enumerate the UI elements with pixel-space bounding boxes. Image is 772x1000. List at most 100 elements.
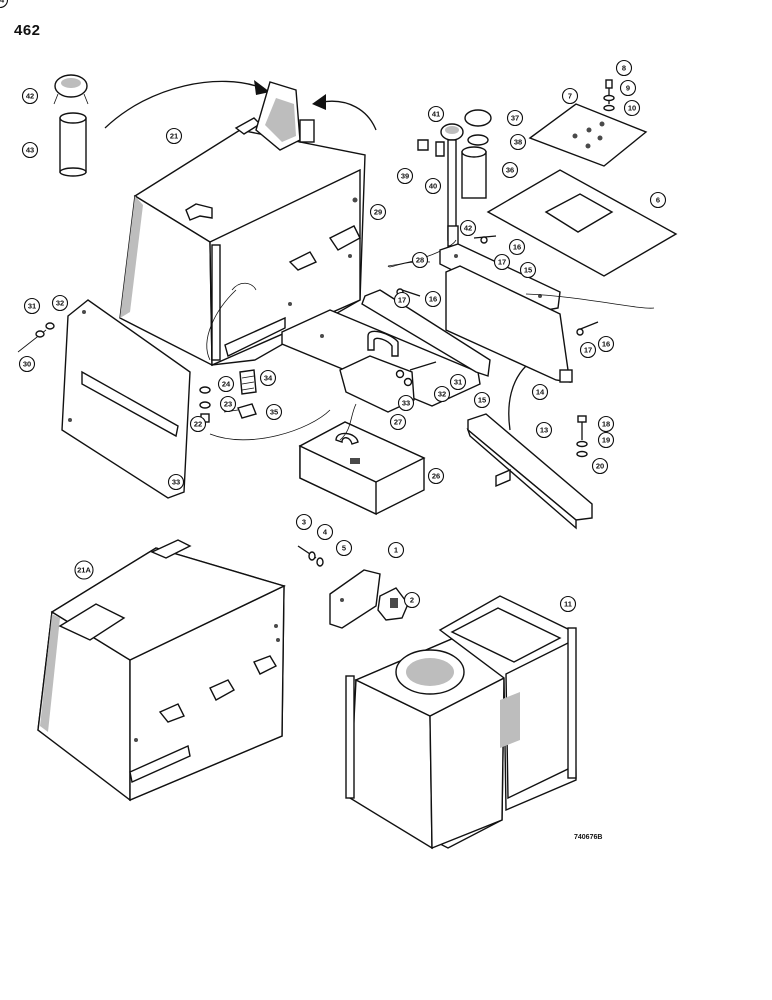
callout-1: 1 (387, 541, 405, 559)
tank-21A (37, 539, 286, 802)
callout-21A: 21A (74, 560, 94, 580)
svg-text:17: 17 (498, 258, 506, 267)
callout-16: 16 (508, 238, 526, 256)
callout-36: 36 (501, 161, 519, 179)
callout-24: 24 (217, 375, 235, 393)
callout-23: 23 (219, 395, 237, 413)
svg-text:3: 3 (302, 518, 306, 527)
callout-13: 13 (535, 421, 553, 439)
svg-text:35: 35 (270, 408, 278, 417)
svg-text:28: 28 (416, 256, 424, 265)
svg-text:22: 22 (194, 420, 202, 429)
hardware-32-33-left (17, 322, 55, 353)
callout-33: 33 (397, 394, 415, 412)
callout-42: 42 (21, 87, 39, 105)
callout-42: 42 (459, 219, 477, 237)
gasket-2 (377, 587, 409, 621)
callout-32: 32 (51, 294, 69, 312)
callout-39: 39 (396, 167, 414, 185)
callout-17: 17 (493, 253, 511, 271)
svg-text:5: 5 (342, 544, 346, 553)
callout-20: 20 (591, 457, 609, 475)
svg-text:19: 19 (602, 436, 610, 445)
inspection-plate-1 (329, 569, 381, 629)
svg-text:32: 32 (438, 390, 446, 399)
cap-43 (53, 74, 89, 105)
callout-17: 17 (579, 341, 597, 359)
callout-34: 34 (259, 369, 277, 387)
drain-valve-35-36 (206, 289, 331, 441)
callout-15: 15 (519, 261, 537, 279)
callout-21: 21 (165, 127, 183, 145)
svg-text:4: 4 (323, 528, 328, 537)
svg-text:34: 34 (264, 374, 273, 383)
svg-text:14: 14 (536, 388, 545, 397)
plate-13 (466, 413, 593, 530)
svg-text:17: 17 (584, 346, 592, 355)
callout-4: 4 (316, 523, 334, 541)
callout-18: 18 (597, 415, 615, 433)
svg-text:32: 32 (56, 299, 64, 308)
hardware-31-33 (395, 361, 437, 387)
callout-14: 14 (531, 383, 549, 401)
assembly-arrow-right (312, 94, 377, 131)
callout-37: 37 (506, 109, 524, 127)
svg-text:27: 27 (394, 418, 402, 427)
svg-text:42: 42 (464, 224, 472, 233)
svg-text:33: 33 (172, 478, 180, 487)
mounting-rails-27 (281, 289, 491, 413)
svg-text:20: 20 (596, 462, 604, 471)
callout-3: 3 (295, 513, 313, 531)
svg-text:9: 9 (626, 84, 630, 93)
callout-9: 9 (619, 79, 637, 97)
svg-text:15: 15 (478, 396, 486, 405)
hardware-8-10 (603, 79, 615, 112)
callout-22: 22 (189, 415, 207, 433)
callout-10: 10 (623, 99, 641, 117)
callout-16: 16 (424, 290, 442, 308)
filler-bracket (255, 81, 315, 151)
callout-31: 31 (23, 297, 41, 315)
callout-41: 41 (427, 105, 445, 123)
callout-7: 7 (561, 87, 579, 105)
callout-16: 16 (597, 335, 615, 353)
svg-text:33: 33 (402, 399, 410, 408)
svg-text:7: 7 (568, 92, 572, 101)
callout-31: 31 (449, 373, 467, 391)
svg-text:10: 10 (628, 104, 636, 113)
assembly-arrow-left (104, 80, 270, 129)
callout-35: 35 (265, 403, 283, 421)
svg-text:1: 1 (394, 546, 398, 555)
svg-text:29: 29 (374, 208, 382, 217)
svg-text:44: 44 (0, 0, 5, 5)
toolbox-26 (298, 403, 426, 516)
callout-8: 8 (615, 59, 633, 77)
cover-plate-7 (528, 103, 648, 167)
callout-33: 33 (167, 473, 185, 491)
svg-text:24: 24 (222, 380, 231, 389)
strainer-37 (461, 146, 487, 199)
drawing-code: 740676B (574, 834, 603, 841)
hardware-3-5 (297, 545, 324, 567)
svg-text:11: 11 (564, 600, 572, 609)
svg-text:38: 38 (514, 138, 522, 147)
callout-28: 28 (411, 251, 429, 269)
svg-text:16: 16 (602, 340, 610, 349)
svg-text:15: 15 (524, 266, 532, 275)
hood-11 (345, 595, 577, 850)
side-panel-34 (61, 299, 191, 499)
callout-labels: 1234567891011131415151616161717171819202… (0, 0, 667, 613)
callout-6: 6 (649, 191, 667, 209)
callout-29: 29 (369, 203, 387, 221)
filler-cap-42 (440, 123, 464, 247)
svg-text:17: 17 (398, 296, 406, 305)
callout-32: 32 (433, 385, 451, 403)
gasket-plate-6 (486, 169, 678, 277)
hardware-18-20 (576, 415, 588, 458)
callout-44: 44 (0, 0, 9, 9)
bracket-14 (445, 265, 573, 383)
callout-19: 19 (597, 431, 615, 449)
callout-5: 5 (335, 539, 353, 557)
svg-text:2: 2 (410, 596, 414, 605)
